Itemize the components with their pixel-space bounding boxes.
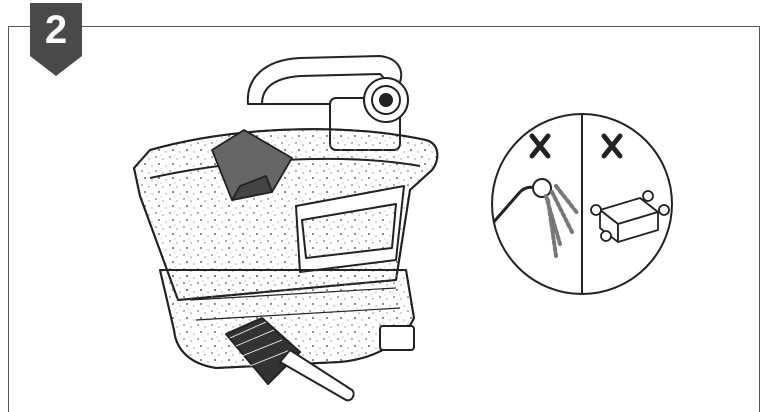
spreader-hopper-icon [133,55,439,369]
step-badge-icon [30,3,82,76]
step-number: 2 [44,8,68,52]
cross-mark-icon [529,133,551,159]
no-solvent-icon [590,190,670,243]
cross-mark-icon [601,133,623,159]
cloth-icon [211,129,293,201]
brush-icon [225,317,355,402]
no-water-spray-icon [492,178,580,258]
warning-circle [491,113,673,295]
instruction-frame [8,26,760,412]
